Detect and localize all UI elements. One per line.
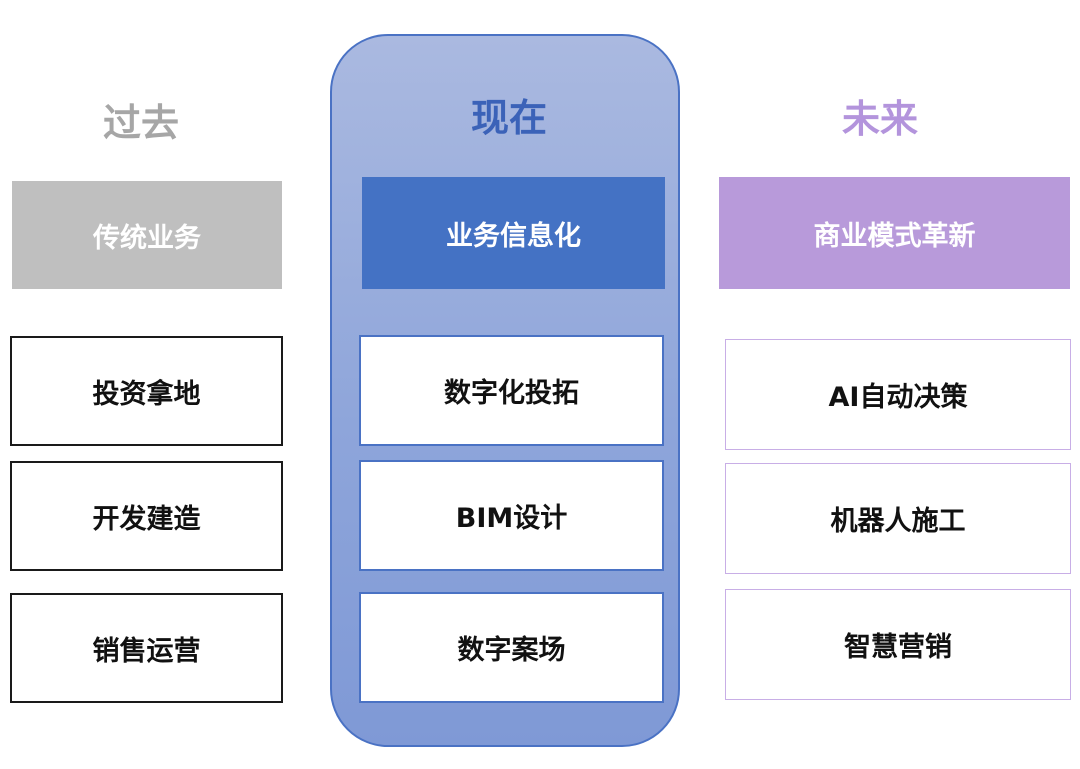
future-item-ai-decision: AI自动决策 xyxy=(725,339,1071,450)
future-item-smart-marketing: 智慧营销 xyxy=(725,589,1071,700)
past-column-title: 过去 xyxy=(102,101,179,145)
future-column-title: 未来 xyxy=(841,97,918,141)
past-item-development-construction: 开发建造 xyxy=(10,461,283,571)
past-header-traditional-business: 传统业务 xyxy=(12,181,282,289)
now-item-digital-investment: 数字化投拓 xyxy=(359,335,664,446)
future-item-robot-construction: 机器人施工 xyxy=(725,463,1071,574)
now-item-digital-sales-center: 数字案场 xyxy=(359,592,664,703)
now-header-business-informatization: 业务信息化 xyxy=(362,177,665,289)
now-item-bim-design: BIM设计 xyxy=(359,460,664,571)
past-item-sales-operation: 销售运营 xyxy=(10,593,283,703)
future-header-business-model-innovation: 商业模式革新 xyxy=(719,177,1070,289)
past-item-land-investment: 投资拿地 xyxy=(10,336,283,446)
now-column-title: 现在 xyxy=(470,96,547,140)
